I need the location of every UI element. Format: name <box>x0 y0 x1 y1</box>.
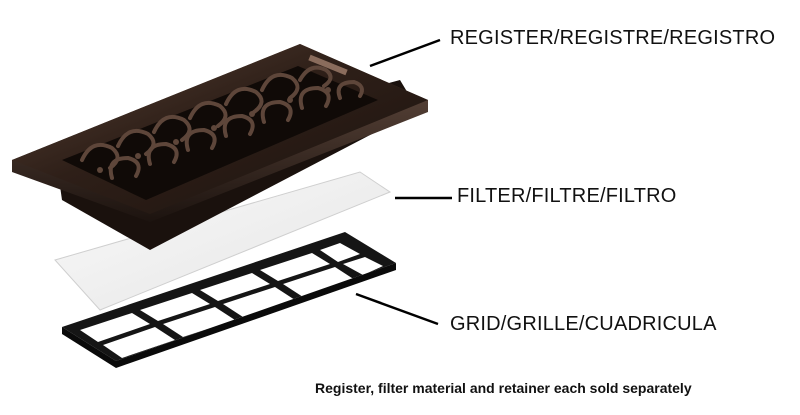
grid-edge <box>62 327 116 368</box>
decorative-register <box>12 44 428 250</box>
grid-label: GRID/GRILLE/CUADRICULA <box>450 313 717 335</box>
damper-lever <box>308 54 348 76</box>
register-leader-line <box>369 38 441 68</box>
register-label: REGISTER/REGISTRE/REGISTRO <box>450 27 776 49</box>
grid-openings <box>80 243 383 358</box>
filter-sheet <box>54 171 392 311</box>
filter-label: FILTER/FILTRE/FILTRO <box>457 185 677 207</box>
grid-leader-line <box>355 292 439 326</box>
grid-retainer <box>62 232 396 368</box>
sold-separately-note: Register, filter material and retainer e… <box>315 380 692 396</box>
scroll-pattern-accents <box>97 87 331 173</box>
scroll-pattern <box>80 65 364 180</box>
